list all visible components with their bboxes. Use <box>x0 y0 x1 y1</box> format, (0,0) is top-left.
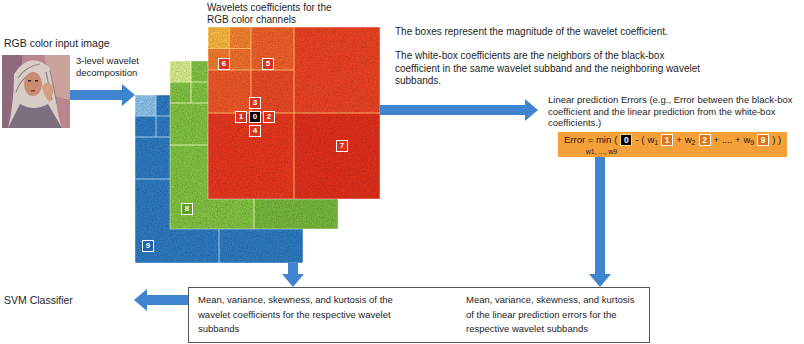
callout-number: 0 <box>249 111 261 123</box>
formula-term: Error = min <box>564 134 611 146</box>
arrow-head <box>122 84 135 106</box>
callout-number: 2 <box>263 111 275 123</box>
flow-arrow <box>70 84 135 106</box>
photo-eye <box>35 80 38 82</box>
layer-ground <box>208 27 380 199</box>
callout-number: 6 <box>218 58 230 70</box>
photo-stripes <box>16 64 57 104</box>
input-image: RGB color input image <box>2 55 70 128</box>
photo-dress <box>8 104 62 128</box>
edge-label: 3-level wavelet decomposition <box>76 55 146 79</box>
formula-term: w <box>743 134 750 146</box>
photo-face <box>24 72 42 96</box>
coefficient-box: 1 <box>661 134 673 146</box>
photo-hand <box>42 83 54 102</box>
prediction-error-box: Linear prediction Errors (e.g., Error be… <box>538 94 796 157</box>
stat-text: Mean, variance, skewness, and kurtosis o… <box>466 293 644 337</box>
red-channel-layer <box>208 27 380 199</box>
formula-subscript: 9 <box>750 137 754 149</box>
callout-number: 3 <box>249 97 261 109</box>
formula-term: + .... + <box>714 134 741 146</box>
node-label: SVM Classifier <box>4 292 134 308</box>
formula-term: - ( <box>635 134 644 146</box>
photo-mouth <box>31 90 35 92</box>
callout-number: 8 <box>181 203 193 215</box>
callout-number: 5 <box>262 58 274 70</box>
stat-text: Mean, variance, skewness, and kurtosis o… <box>198 293 413 337</box>
classifier-node: SVM Classifier <box>4 292 134 308</box>
arrow-shaft <box>146 295 188 305</box>
texture <box>208 27 380 199</box>
image-caption: RGB color input image <box>4 36 110 50</box>
arrow-shaft <box>595 157 605 276</box>
arrow-shaft <box>380 105 526 115</box>
coefficient-box: 9 <box>757 134 769 146</box>
formula-subscript: w1, ..., w9 <box>586 148 618 156</box>
formula-term: ) ) <box>772 134 781 146</box>
formula-subscript: 2 <box>692 137 696 149</box>
arrow-head <box>282 274 304 287</box>
subband-lines <box>208 27 380 199</box>
arrow-shaft <box>70 90 123 100</box>
input-photo <box>2 55 70 128</box>
annotation: The white-box coefficients are the neigh… <box>395 50 705 88</box>
flow-arrow <box>589 157 611 288</box>
photo-ground <box>2 55 70 128</box>
panel-heading: Linear prediction Errors (e.g., Error be… <box>538 94 796 129</box>
formula-bar: Error = minw1, ..., w9(0- (w11+w22+ ....… <box>558 132 787 157</box>
formula-term: ( <box>614 134 617 146</box>
coefficient-box: 0 <box>620 134 632 146</box>
panel-heading: Wavelets coefficients for the RGB color … <box>207 2 339 26</box>
annotation: The boxes represent the magnitude of the… <box>395 26 735 39</box>
arrow-shaft <box>288 263 298 275</box>
photo-scarf <box>8 60 62 128</box>
arrow-head <box>134 289 147 311</box>
flow-arrow <box>134 289 188 311</box>
formula-term: w <box>685 134 692 146</box>
statistics-box: Mean, variance, skewness, and kurtosis o… <box>188 287 650 343</box>
formula-subscript: 1 <box>654 137 658 149</box>
formula-term: + <box>676 134 682 146</box>
callout-number: 4 <box>249 125 261 137</box>
arrow-head <box>589 274 611 287</box>
coefficient-box: 2 <box>699 134 711 146</box>
callout-number: 9 <box>142 240 154 252</box>
flow-arrow <box>380 99 538 121</box>
layer-edge <box>208 27 380 199</box>
callout-number: 1 <box>235 111 247 123</box>
arrow-head <box>525 99 538 121</box>
formula-term: w <box>647 134 654 146</box>
photo-eye <box>28 80 31 82</box>
flow-arrow <box>282 263 304 287</box>
callout-number: 7 <box>336 140 348 152</box>
